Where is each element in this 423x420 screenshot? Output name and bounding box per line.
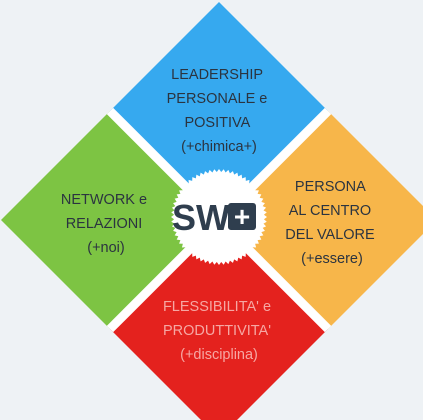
right-label-line-1: PERSONA xyxy=(295,179,366,195)
right-label-line-4: (+essere) xyxy=(301,251,363,267)
left-label-line-2: RELAZIONI xyxy=(66,216,143,232)
top-label-line-4: (+chimica+) xyxy=(181,139,257,155)
top-label-line-1: LEADERSHIP xyxy=(171,67,263,83)
top-label-line-3: POSITIVA xyxy=(184,115,250,131)
bottom-quadrant-label: FLESSIBILITA' e PRODUTTIVITA' (+discipli… xyxy=(163,299,275,363)
top-label-line-2: PERSONALE e xyxy=(167,91,268,107)
bottom-label-line-2: PRODUTTIVITA' xyxy=(163,323,271,339)
hub-inner-circle xyxy=(177,175,261,259)
right-label-line-3: DEL VALORE xyxy=(285,227,375,243)
top-quadrant-label: LEADERSHIP PERSONALE e POSITIVA (+chimic… xyxy=(167,67,272,155)
right-label-line-2: AL CENTRO xyxy=(289,203,371,219)
bottom-label-line-3: (+disciplina) xyxy=(180,347,258,363)
right-quadrant-label: PERSONA AL CENTRO DEL VALORE (+essere) xyxy=(285,179,378,267)
left-quadrant-label: NETWORK e RELAZIONI (+noi) xyxy=(61,192,151,256)
hub-badge: SW + xyxy=(171,169,267,265)
bottom-label-line-1: FLESSIBILITA' e xyxy=(163,299,271,315)
hub-sw-text: SW xyxy=(172,197,230,238)
hub-plus-box xyxy=(228,203,256,230)
quadrant-right-persona xyxy=(219,111,423,329)
left-label-line-1: NETWORK e xyxy=(61,192,147,208)
hub-plus-icon: + xyxy=(234,201,250,232)
left-label-line-3: (+noi) xyxy=(87,240,124,256)
quadrant-bottom-flessibilita xyxy=(110,220,328,420)
